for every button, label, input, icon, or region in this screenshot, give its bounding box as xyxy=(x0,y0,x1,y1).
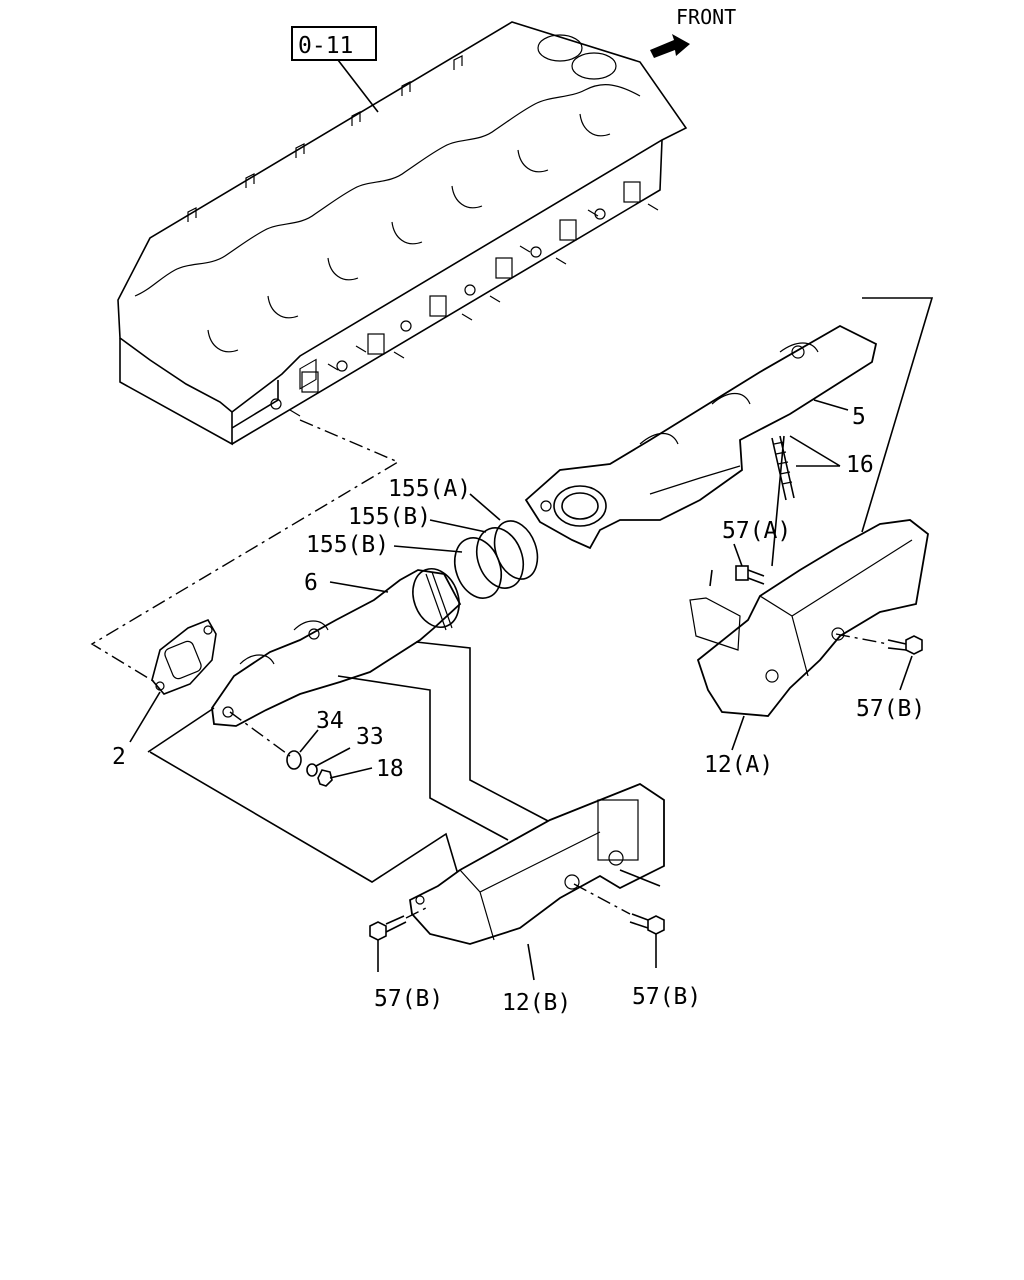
label-155b-1: 155(B) xyxy=(348,504,431,530)
label-57b-left: 57(B) xyxy=(374,986,443,1012)
group-line-right xyxy=(861,297,934,533)
leader-155b-1 xyxy=(429,519,487,533)
gasket-2[interactable] xyxy=(151,618,217,695)
leader-57b-right xyxy=(899,655,913,691)
group-line-mid xyxy=(337,675,509,841)
reference-leader xyxy=(337,59,379,113)
label-12b: 12(B) xyxy=(502,990,571,1016)
seal-ring-155b-2[interactable] xyxy=(447,531,510,604)
leader-6 xyxy=(329,581,389,593)
leader-18 xyxy=(329,767,373,779)
label-34: 34 xyxy=(316,708,344,734)
group-line-right-3 xyxy=(709,569,713,587)
leader-2 xyxy=(129,691,161,743)
seal-ring-155a[interactable] xyxy=(487,515,545,585)
front-arrow-icon xyxy=(650,34,690,58)
rear-exhaust-manifold[interactable] xyxy=(524,324,878,550)
group-line-left-top xyxy=(147,707,215,753)
leader-57a xyxy=(733,543,743,567)
leader-5 xyxy=(813,399,849,411)
leader-155b-2 xyxy=(393,545,463,553)
label-57b-mid: 57(B) xyxy=(632,984,701,1010)
label-18: 18 xyxy=(376,756,404,782)
label-12a: 12(A) xyxy=(704,752,773,778)
label-5: 5 xyxy=(852,404,866,430)
group-line-left xyxy=(149,751,463,889)
spacer-34[interactable] xyxy=(286,750,302,770)
bolt-57b-right[interactable] xyxy=(887,635,923,655)
heat-shield-12b[interactable] xyxy=(409,782,665,945)
group-line-mid-2 xyxy=(415,641,551,823)
label-155b-2: 155(B) xyxy=(306,532,389,558)
leader-16 xyxy=(789,435,841,467)
leader-155a xyxy=(469,493,501,521)
washer-33[interactable] xyxy=(306,763,318,777)
bolt-57b-right-axis xyxy=(835,633,889,645)
group-line-12b xyxy=(619,869,661,887)
label-6: 6 xyxy=(304,570,318,596)
cylinder-head xyxy=(117,21,688,446)
front-label: FRONT xyxy=(676,5,736,29)
leader-33 xyxy=(315,747,351,767)
label-155a: 155(A) xyxy=(388,476,471,502)
bolt-57b-mid[interactable] xyxy=(629,913,665,935)
bolt-57b-left[interactable] xyxy=(369,915,407,941)
group-line-right-2 xyxy=(771,435,785,567)
label-2: 2 xyxy=(112,744,126,770)
leader-12a xyxy=(731,715,745,751)
label-33: 33 xyxy=(356,724,384,750)
label-16: 16 xyxy=(846,452,874,478)
seal-ring-155b-1[interactable] xyxy=(469,521,532,594)
bolt-57b-mid-axis xyxy=(573,883,631,915)
front-exhaust-manifold[interactable] xyxy=(211,562,467,727)
label-57b-right: 57(B) xyxy=(856,696,925,722)
leader-12b xyxy=(527,943,535,981)
leader-34 xyxy=(299,729,319,753)
stud-alignment-line xyxy=(229,711,291,757)
label-57a: 57(A) xyxy=(722,518,791,544)
bolt-57a[interactable] xyxy=(735,565,765,585)
bolt-57b-left-axis xyxy=(405,907,427,919)
nut-18[interactable] xyxy=(317,769,333,787)
reference-box[interactable]: 0-11 xyxy=(291,26,377,61)
reference-box-label: 0-11 xyxy=(298,33,353,59)
heat-shield-12a[interactable] xyxy=(689,519,929,717)
